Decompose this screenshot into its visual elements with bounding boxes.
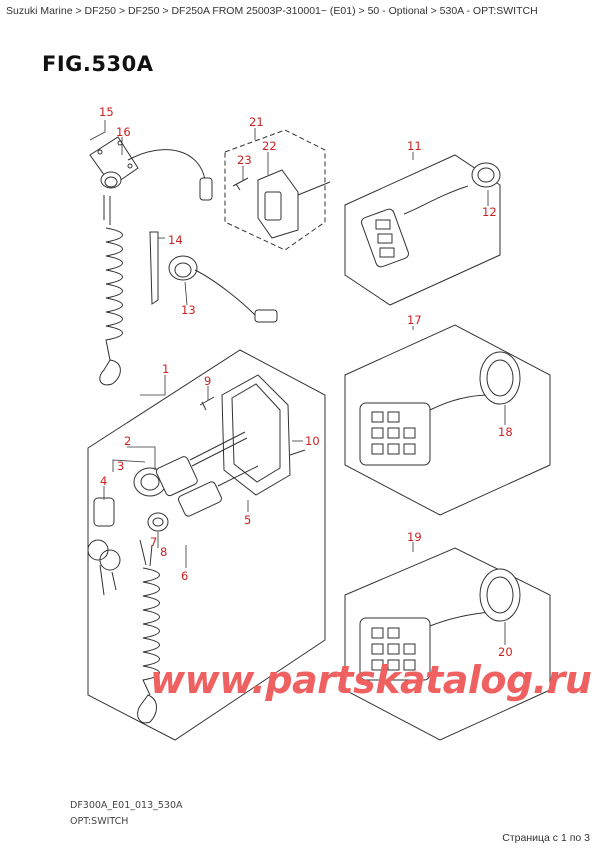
screw-23 [232,177,249,191]
callout-8: 8 [160,545,167,559]
nut-7 [147,512,169,532]
footer-name: OPT:SWITCH [70,816,129,827]
lanyard-bracket-15 [89,136,213,225]
figure-title: FIG.530A [42,52,154,76]
key-switch-2 [133,431,248,497]
callout-3: 3 [117,459,124,473]
kit-box-17 [344,324,551,516]
page-counter: Страница с 1 по 3 [502,832,590,844]
kit-box-11 [344,154,501,306]
callout-18: 18 [498,425,513,439]
switch-panel-19 [359,611,491,681]
lanyard-coil-bottom [142,567,160,696]
watermark: www.partskatalog.ru [150,658,592,702]
footer-code: DF300A_E01_013_530A [70,800,183,811]
callout-21: 21 [249,115,264,129]
callout-12: 12 [482,205,497,219]
callout-23: 23 [237,153,252,167]
callout-1: 1 [162,362,169,376]
cable-tie-14 [149,231,159,305]
callout-2: 2 [124,434,131,448]
stop-switch-5 [178,465,259,517]
callout-19: 19 [407,530,422,544]
cap-13 [168,255,278,323]
ring-20 [479,568,521,622]
breadcrumb: Suzuki Marine > DF250 > DF250 > DF250A F… [6,5,538,17]
callout-16: 16 [116,125,131,139]
kit-box-1 [87,349,326,741]
callout-11: 11 [407,139,422,153]
callout-4: 4 [100,474,107,488]
ring-18 [479,351,521,405]
lanyard-coil-top [105,227,123,361]
callout-10: 10 [305,434,320,448]
callout-5: 5 [244,513,251,527]
switch-panel-17 [359,394,491,466]
kit-box-21 [224,129,326,251]
screw-9 [199,396,215,411]
callout-13: 13 [181,303,196,317]
switch-panel-11 [361,185,469,268]
lanyard-clip-top [99,359,121,386]
callout-22: 22 [262,139,277,153]
key-4 [87,497,121,596]
callout-6: 6 [181,569,188,583]
callout-9: 9 [204,374,211,388]
callout-20: 20 [498,645,513,659]
panel-10 [221,374,306,496]
nut-12 [471,162,501,188]
callout-7: 7 [150,535,157,549]
callout-14: 14 [168,233,183,247]
callout-17: 17 [407,313,422,327]
callout-15: 15 [99,105,114,119]
lanyard-clip-bottom [137,694,157,724]
switch-22 [257,169,331,239]
kit-box-19 [344,547,551,741]
